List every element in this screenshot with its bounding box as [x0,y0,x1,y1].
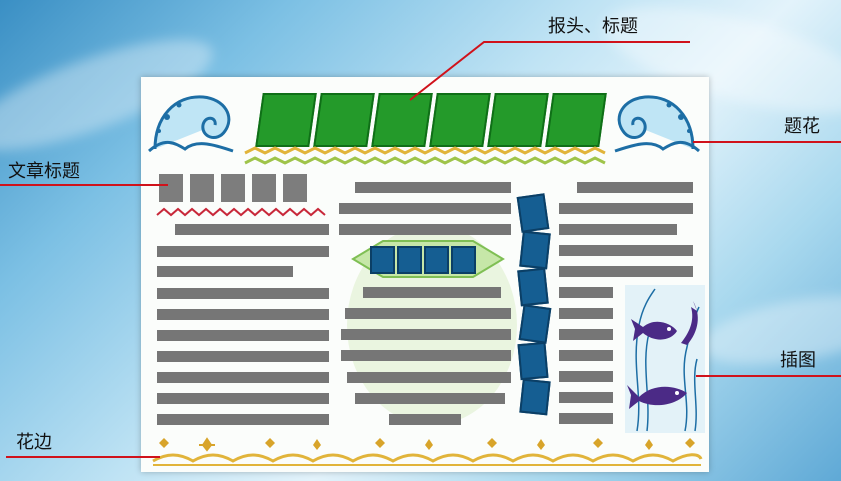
text-line [363,287,501,298]
text-line [345,308,511,319]
text-line [559,266,693,277]
label-article-title: 文章标题 [8,161,80,182]
fish-illustration [625,285,705,433]
text-line [157,288,329,299]
text-line [559,413,613,424]
text-line [157,246,329,257]
text-line [157,351,329,362]
masthead-zigzag-ornament [244,146,606,165]
text-line [355,393,505,404]
article-title-block [283,174,307,202]
text-line [559,392,613,403]
text-line [339,224,511,235]
text-line [157,393,329,404]
text-line [559,371,613,382]
text-line [559,224,677,235]
wave-ornament-right-icon [614,95,700,153]
text-line [339,203,511,214]
text-line [559,203,693,214]
label-title-ornament: 题花 [784,116,820,137]
text-line [175,224,329,235]
article-title-block [252,174,276,202]
newspaper-layout-sheet [141,77,709,472]
center-heading-block [370,246,395,274]
text-line [389,414,461,425]
text-line [355,182,511,193]
center-heading-block [424,246,449,274]
text-line [157,414,329,425]
text-line [157,266,293,277]
article-title-block [190,174,214,202]
label-masthead-title: 报头、标题 [548,16,638,37]
text-line [559,287,613,298]
article-title-block [221,174,245,202]
center-heading-block [451,246,476,274]
text-line [347,372,511,383]
text-line [157,330,329,341]
pointer-masthead-title [409,41,690,101]
article-title-zigzag-ornament [156,207,326,217]
text-line [559,245,693,256]
text-line [577,182,693,193]
wave-ornament-left-icon [148,95,234,153]
text-line [559,350,613,361]
text-line [559,329,613,340]
text-line [341,329,511,340]
text-line [559,308,613,319]
label-illustration: 插图 [780,350,816,371]
center-heading-block [397,246,422,274]
article-title-block [159,174,183,202]
decorative-border-strip [152,437,703,466]
text-line [341,350,511,361]
text-line [157,372,329,383]
text-line [157,309,329,320]
label-border-decoration: 花边 [16,432,52,453]
